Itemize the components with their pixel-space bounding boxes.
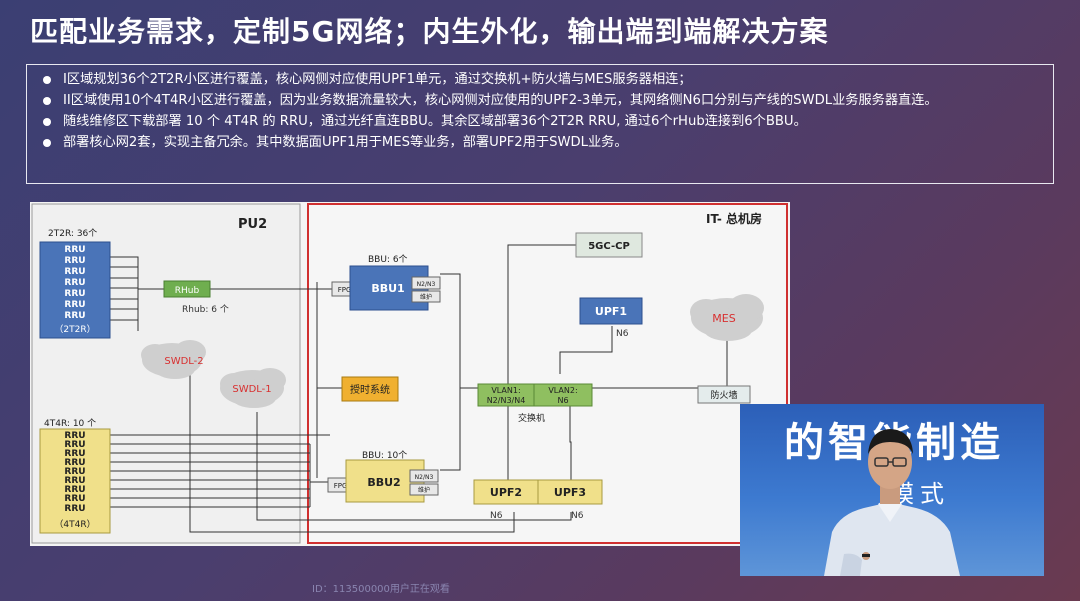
bullet-list-box: I区域规划36个2T2R小区进行覆盖，核心网侧对应使用UPF1单元，通过交换机+… <box>26 64 1054 184</box>
upf2-label: UPF2 <box>490 486 522 499</box>
upf1-label: UPF1 <box>595 305 627 318</box>
firewall-label: 防火墙 <box>710 389 737 401</box>
upf3-n6-label: N6 <box>571 511 584 521</box>
rhub-count: Rhub: 6 个 <box>182 304 229 315</box>
bbu1-n2n3-port <box>411 276 441 290</box>
vlan2-label: VLAN2: <box>548 386 577 395</box>
firewall-box <box>697 385 751 404</box>
swdl2-cloud-icon <box>141 340 206 379</box>
rru-2t2r-header: 2T2R: 36个 <box>48 228 97 239</box>
rru-2t2r-item: RRU <box>64 278 85 288</box>
pu2-label: PU2 <box>238 217 267 232</box>
rru-2t2r-item: RRU <box>64 289 85 299</box>
vlan2-sub-label: N6 <box>557 396 568 405</box>
timing-system-box <box>341 376 399 402</box>
bbu1-maint-port <box>411 290 441 303</box>
rru-4t4r-item: RRU <box>64 458 85 468</box>
upf2-box <box>473 479 539 505</box>
rru-2t2r-item: RRU <box>64 311 85 321</box>
rru-4t4r-stack <box>39 428 111 534</box>
bbu2-label: BBU2 <box>367 476 400 489</box>
rru-4t4r-item: RRU <box>64 431 85 441</box>
bbu2-fpga-label: FPGA <box>334 482 353 490</box>
rru-4t4r-item: RRU <box>64 485 85 495</box>
timing-system-label: 授时系统 <box>350 383 390 396</box>
vlan2-box <box>533 383 593 407</box>
swdl2-label: SWDL-2 <box>164 356 203 367</box>
upf1-box <box>579 297 643 325</box>
network-diagram: PU2 IT- 总机房 <box>30 202 790 546</box>
rru-2t2r-item: RRU <box>64 267 85 277</box>
rru-4t4r-item: RRU <box>64 440 85 450</box>
rru-4t4r-header: 4T4R: 10 个 <box>44 418 96 429</box>
bullet-item: II区域使用10个4T4R小区进行覆盖，因为业务数据流量较大，核心网侧对应使用的… <box>37 90 1043 111</box>
bullet-text: II区域使用10个4T4R小区进行覆盖，因为业务数据流量较大，核心网侧对应使用的… <box>63 93 938 108</box>
rru-4t4r-footer: （4T4R） <box>54 519 95 530</box>
bullet-text: I区域规划36个2T2R小区进行覆盖，核心网侧对应使用UPF1单元，通过交换机+… <box>63 72 692 87</box>
bullet-dot-icon <box>43 139 51 147</box>
bullet-dot-icon <box>43 97 51 105</box>
bullet-dot-icon <box>43 76 51 84</box>
rru-2t2r-footer: （2T2R） <box>54 324 95 335</box>
bbu1-count: BBU: 6个 <box>368 254 408 265</box>
upf3-label: UPF3 <box>554 486 586 499</box>
bullet-dot-icon <box>43 118 51 126</box>
core-cp-box <box>575 232 643 258</box>
rru-4t4r-item: RRU <box>64 504 85 514</box>
bullet-item: 部署核心网2套，实现主备冗余。其中数据面UPF1用于MES等业务，部署UPF2用… <box>37 132 1043 153</box>
swdl1-cloud-icon <box>220 368 286 408</box>
bbu2-n2n3-label: N2/N3 <box>415 474 434 481</box>
vlan1-sub-label: N2/N3/N4 <box>487 396 526 405</box>
bbu2-maint-label: 维护 <box>418 486 430 494</box>
mes-label: MES <box>712 312 735 325</box>
bbu1-n2n3-label: N2/N3 <box>417 281 436 288</box>
bbu1-fpga-label: FPGA <box>338 286 357 294</box>
bullet-item: I区域规划36个2T2R小区进行覆盖，核心网侧对应使用UPF1单元，通过交换机+… <box>37 69 1043 90</box>
bbu1-maint-label: 维护 <box>420 293 432 301</box>
slide-title: 匹配业务需求，定制5G网络；内生外化，输出端到端解决方案 <box>30 15 829 48</box>
rru-2t2r-item: RRU <box>64 245 85 255</box>
swdl1-label: SWDL-1 <box>232 384 271 395</box>
mes-cloud-icon <box>690 294 764 341</box>
core-cp-label: 5GC-CP <box>588 241 630 252</box>
rru-4t4r-item: RRU <box>64 467 85 477</box>
bullet-item: 随线维修区下载部署 10 个 4T4R 的 RRU，通过光纤直连BBU。其余区域… <box>37 111 1043 132</box>
bbu2-count: BBU: 10个 <box>362 450 407 461</box>
it-room-label: IT- 总机房 <box>706 211 762 226</box>
bbu2-maint-port <box>409 483 439 496</box>
rru-2t2r-stack <box>39 241 111 339</box>
upf2-n6-label: N6 <box>490 511 503 521</box>
switch-label: 交换机 <box>518 412 545 424</box>
vlan1-label: VLAN1: <box>491 386 520 395</box>
bbu2-n2n3-port <box>409 469 439 483</box>
network-diagram-svg: PU2 IT- 总机房 <box>31 203 788 544</box>
watermark-text: ID：113500000用户正在观看 <box>312 584 450 595</box>
rhub-label: RHub <box>175 286 200 296</box>
bullet-text: 部署核心网2套，实现主备冗余。其中数据面UPF1用于MES等业务，部署UPF2用… <box>63 135 628 150</box>
connection-lines <box>110 244 728 533</box>
upf3-box <box>537 479 603 505</box>
bullet-text: 随线维修区下载部署 10 个 4T4R 的 RRU，通过光纤直连BBU。其余区域… <box>63 114 807 129</box>
presenter-video-inset: 的智能制造 模式 <box>740 404 1044 576</box>
rhub-box <box>163 280 211 298</box>
rru-2t2r-item: RRU <box>64 256 85 266</box>
bbu1-label: BBU1 <box>371 282 404 295</box>
rru-4t4r-item: RRU <box>64 449 85 459</box>
presenter-figure <box>824 429 960 576</box>
rru-2t2r-item: RRU <box>64 300 85 310</box>
rru-4t4r-item: RRU <box>64 494 85 504</box>
rru-4t4r-item: RRU <box>64 476 85 486</box>
upf1-n6-label: N6 <box>616 329 629 339</box>
